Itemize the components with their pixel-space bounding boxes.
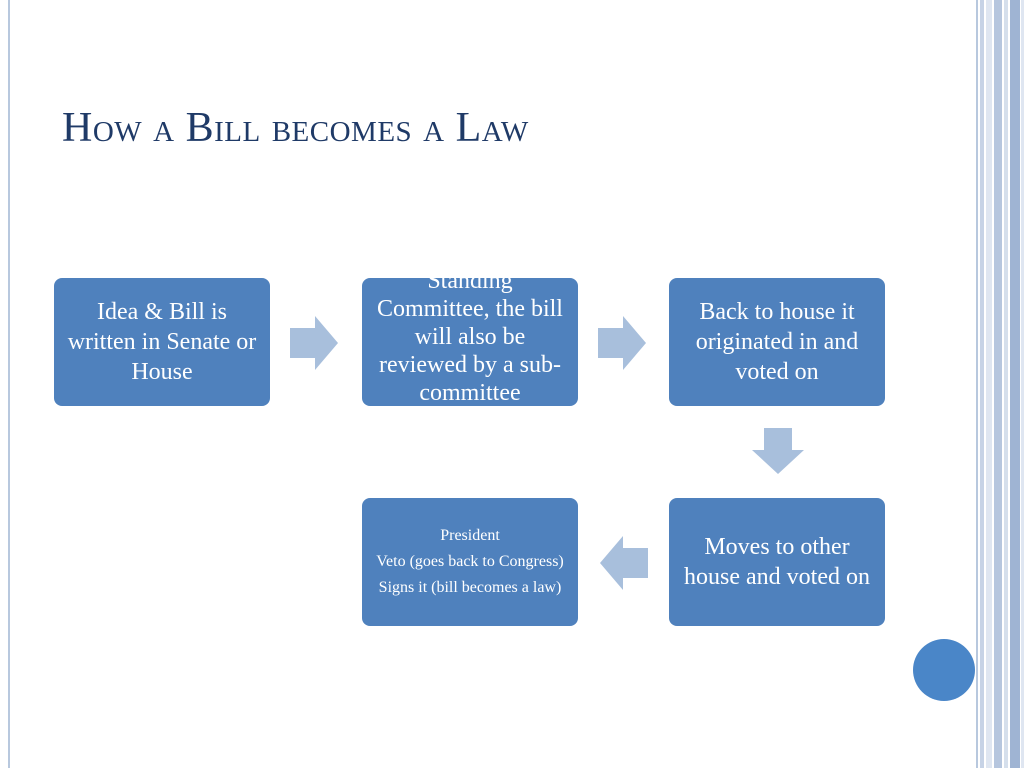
step-idea-box: Idea & Bill is written in Senate or Hous… <box>54 278 270 406</box>
step-president-box: President Veto (goes back to Congress) S… <box>362 498 578 626</box>
slide-title: How a Bill becomes a Law <box>62 105 529 151</box>
step-back-to-house-box: Back to house it originated in and voted… <box>669 278 885 406</box>
step-idea-text: Idea & Bill is written in Senate or Hous… <box>67 299 257 385</box>
step-other-house-text: Moves to other house and voted on <box>684 534 870 590</box>
step-back-to-house-text: Back to house it originated in and voted… <box>695 299 859 385</box>
arrow-right-icon <box>290 316 338 370</box>
decorative-circle <box>913 639 975 701</box>
step-committee-box: Standing Committee, the bill will also b… <box>362 278 578 406</box>
veto-option: Veto (goes back to Congress) <box>376 553 564 570</box>
sign-option: Signs it (bill becomes a law) <box>378 579 562 596</box>
decorative-stripes <box>980 0 1024 768</box>
step-committee-text: Standing Committee, the bill will also b… <box>377 278 563 406</box>
stripe <box>1021 0 1024 768</box>
slide-frame <box>8 0 978 768</box>
stripe <box>1004 0 1008 768</box>
stripe <box>994 0 1002 768</box>
stripe <box>980 0 984 768</box>
stripe <box>986 0 992 768</box>
step-other-house-box: Moves to other house and voted on <box>669 498 885 626</box>
president-label: President <box>440 527 500 544</box>
stripe <box>1010 0 1020 768</box>
arrow-right-icon <box>598 316 646 370</box>
arrow-down-icon <box>752 428 804 474</box>
arrow-left-icon <box>600 536 648 590</box>
